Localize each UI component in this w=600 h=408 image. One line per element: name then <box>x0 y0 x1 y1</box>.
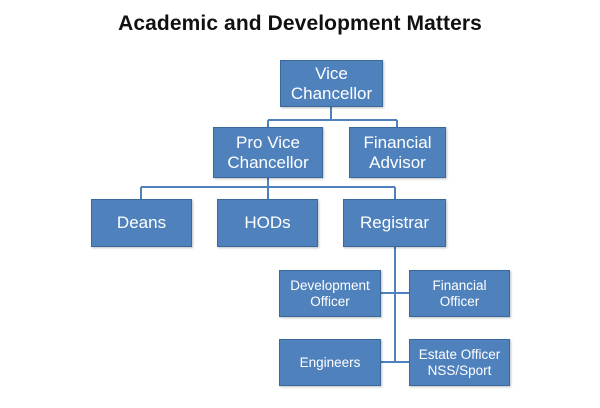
node-vice-chancellor: Vice Chancellor <box>280 60 383 107</box>
node-pro-vice-chancellor: Pro Vice Chancellor <box>213 127 323 178</box>
node-registrar: Registrar <box>343 199 446 247</box>
node-financial-officer: Financial Officer <box>409 270 510 317</box>
chart-title: Academic and Development Matters <box>118 12 482 35</box>
node-engineers: Engineers <box>279 339 381 386</box>
node-development-officer: Development Officer <box>279 270 381 317</box>
node-deans: Deans <box>91 199 192 247</box>
node-hods: HODs <box>217 199 318 247</box>
node-financial-advisor: Financial Advisor <box>349 127 446 178</box>
node-estate-officer: Estate Officer NSS/Sport <box>409 339 510 386</box>
